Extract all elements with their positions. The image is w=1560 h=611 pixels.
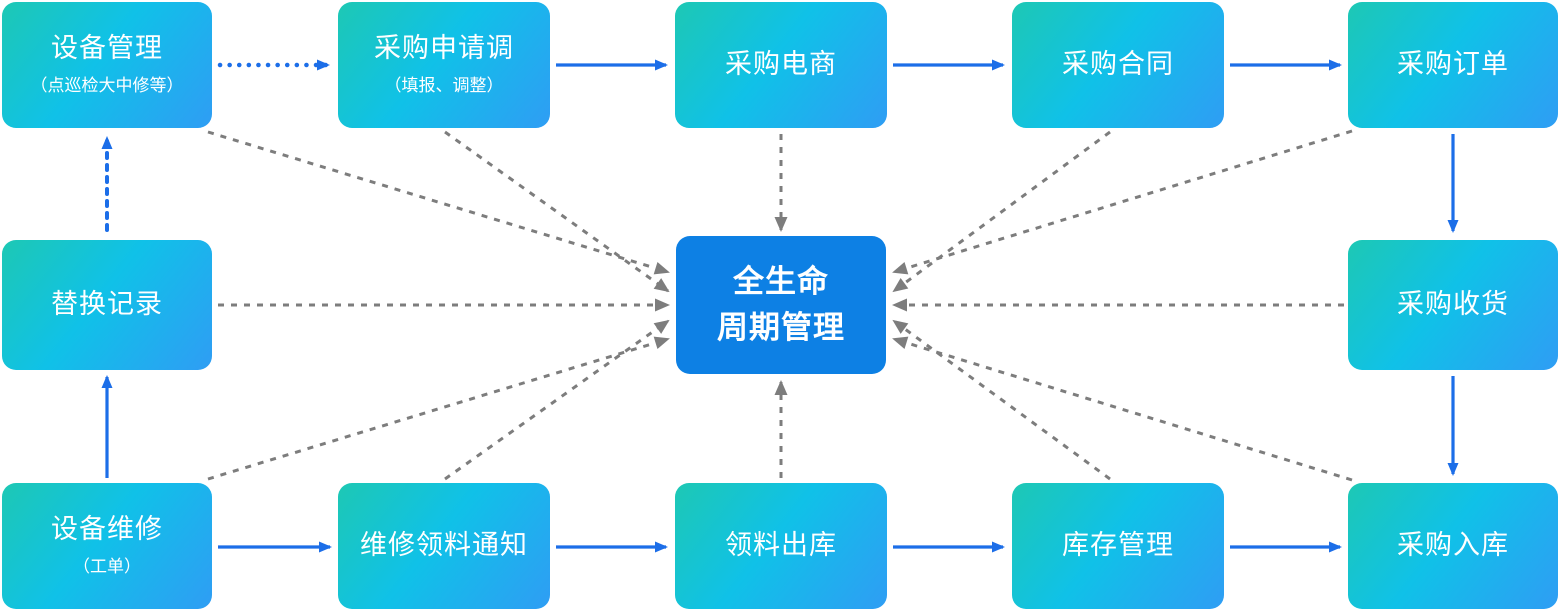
node-label: 采购电商 [725,49,837,80]
node-label: 采购入库 [1397,530,1509,561]
node-replacement-record: 替换记录 [2,240,212,370]
node-purchase-receiving: 采购收货 [1348,240,1558,370]
edge-equipment-repair-to-center [207,336,670,481]
edge-equipment-management-to-center [207,130,670,275]
edge-purchase-request-to-center [444,130,670,293]
node-label: 库存管理 [1062,530,1174,561]
edge-purchase-contract-to-center [892,130,1111,293]
node-label: 维修领料通知 [360,530,528,561]
node-label: 采购合同 [1062,49,1174,80]
node-repair-material-notice: 维修领料通知 [338,483,550,609]
node-inventory-management: 库存管理 [1012,483,1224,609]
node-sublabel: （工单） [73,557,141,577]
node-equipment-repair: 设备维修 （工单） [2,483,212,609]
node-label: 领料出库 [725,530,837,561]
node-purchase-request: 采购申请调 （填报、调整） [338,2,550,128]
edge-purchase-inbound-to-center [892,336,1353,482]
node-material-outbound: 领料出库 [675,483,887,609]
node-equipment-management: 设备管理 （点巡检大中修等） [2,2,212,128]
node-purchase-contract: 采购合同 [1012,2,1224,128]
node-label: 设备管理 [51,32,163,63]
node-sublabel: （填报、调整） [384,76,504,96]
node-label: 采购申请调 [374,32,514,63]
node-purchase-order: 采购订单 [1348,2,1558,128]
node-label: 设备维修 [51,513,163,544]
center-label-line2: 周期管理 [717,310,845,345]
node-purchase-inbound: 采购入库 [1348,483,1558,609]
edge-purchase-order-to-center [892,129,1353,275]
node-label: 替换记录 [51,289,163,320]
node-lifecycle-management: 全生命 周期管理 [676,236,886,374]
center-label-line1: 全生命 [733,263,829,299]
node-purchase-ecommerce: 采购电商 [675,2,887,128]
edge-repair-material-notice-to-center [444,319,670,481]
node-sublabel: （点巡检大中修等） [30,76,184,96]
node-label: 采购订单 [1397,49,1509,80]
edge-inventory-management-to-center [892,319,1111,481]
node-label: 采购收货 [1397,289,1509,320]
